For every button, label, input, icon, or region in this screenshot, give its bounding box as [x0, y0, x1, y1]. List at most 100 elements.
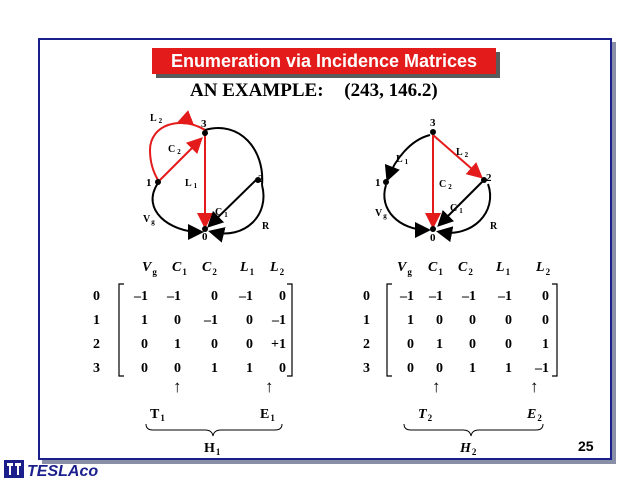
matrix1-bracket-left: [118, 283, 124, 377]
slide-title: Enumeration via Incidence Matrices: [152, 48, 496, 74]
matrix1-header-l2: L2: [269, 260, 285, 277]
graph2-edge-r: [436, 183, 491, 243]
matrix1-header-vg: Vg: [142, 260, 157, 277]
graph2-node-3: [430, 129, 436, 135]
matrix1-row-label: 1: [93, 313, 100, 328]
matrix2-header-l1: L1: [495, 260, 511, 277]
graph1-edge-vg: [151, 182, 204, 240]
matrix1-header-c1: C1: [172, 260, 187, 277]
matrix2-cell: 0: [505, 337, 512, 352]
matrix2-cell: –1: [428, 289, 443, 304]
example-heading: AN EXAMPLE: (243, 146.2): [190, 80, 480, 102]
matrix2-arrow-l2: ↑: [530, 377, 539, 396]
matrix1-cell: –1: [133, 289, 148, 304]
matrix1-cell: 1: [141, 313, 148, 328]
matrix1-cell: –1: [271, 313, 286, 328]
graph2-node-0-label: 0: [430, 232, 436, 244]
matrix1-bracket-right: [287, 283, 293, 377]
matrix2-brace-label: H2: [459, 441, 477, 457]
graph2-node-3-label: 3: [430, 117, 436, 129]
matrix2-cell: 0: [407, 361, 414, 376]
matrix2-cell: 0: [542, 313, 549, 328]
graph2-edge-c1: [437, 181, 483, 227]
matrix1-cell: 0: [141, 337, 148, 352]
matrix1-brace: [145, 423, 283, 437]
matrix2-bracket-left: [386, 283, 392, 377]
matrix1-cell: 0: [279, 289, 286, 304]
graph1-node-1-label: 1: [146, 177, 152, 189]
graph1-node-0: [202, 226, 208, 232]
matrix1-cell: 1: [174, 337, 181, 352]
matrix1-cell: 0: [174, 313, 181, 328]
example-values: (243, 146.2): [344, 80, 438, 101]
matrix2-brace: [403, 423, 544, 437]
graph2-edge-l2: [432, 134, 484, 179]
matrix1-cell: 0: [174, 361, 181, 376]
graph1-node-0-label: 0: [202, 231, 208, 243]
example-label: AN EXAMPLE:: [190, 80, 324, 101]
graph2-node-2: [481, 177, 487, 183]
graph1-node-2-label: 2: [258, 173, 264, 185]
tesla-logo: TESLAco: [4, 460, 98, 480]
graph2-node-2-label: 2: [486, 172, 492, 184]
matrix2-row-label: 1: [363, 313, 370, 328]
matrix1-cell: 0: [246, 313, 253, 328]
graph2-node-0: [430, 226, 436, 232]
matrix1-cell: 0: [279, 361, 286, 376]
graph2-label-vg: Vg: [375, 208, 387, 220]
matrix2-cell: 0: [542, 289, 549, 304]
graph1-label-vg: Vg: [143, 214, 155, 226]
matrix2-headers: Vg C1 C2 L1 L2: [397, 260, 551, 277]
graph1-node-1: [155, 179, 161, 185]
matrix1-cell: –1: [203, 313, 218, 328]
matrix1-cell: –1: [166, 289, 181, 304]
matrix2-row-label: 2: [363, 337, 370, 352]
graph2-label-r: R: [490, 221, 498, 232]
matrix2-cell: 1: [542, 337, 549, 352]
matrix1-cell: –1: [238, 289, 253, 304]
matrix2-arrow-c1: ↑: [432, 377, 441, 396]
matrix1-cell: 1: [211, 361, 218, 376]
matrix2-cell: 1: [469, 361, 476, 376]
page-number: 25: [578, 438, 594, 454]
matrix1-cell: 0: [211, 337, 218, 352]
matrix1-row-label: 0: [93, 289, 100, 304]
graph1-label-r: R: [262, 221, 270, 232]
matrix2-row-label: 3: [363, 361, 370, 376]
matrix1-arrow-c1: ↑: [173, 377, 182, 396]
matrix2-header-l2: L2: [535, 260, 551, 277]
matrix1-brace-label: H1: [204, 441, 221, 457]
matrix1-cell: 0: [141, 361, 148, 376]
matrix2-cell: 0: [469, 313, 476, 328]
graph2-node-1-label: 1: [375, 177, 381, 189]
matrix2-cell: 1: [505, 361, 512, 376]
matrix2-cell: 0: [407, 337, 414, 352]
matrix1-headers: Vg C1 C2 L1 L2: [142, 260, 285, 277]
matrix2-row-label: 0: [363, 289, 370, 304]
matrix2-cell: –1: [497, 289, 512, 304]
matrix2-cell: –1: [399, 289, 414, 304]
matrix1-header-c2: C2: [202, 260, 217, 277]
matrix2-header-c2: C2: [458, 260, 473, 277]
matrix1-arrow-l2: ↑: [265, 377, 274, 396]
matrix1-row-label: 3: [93, 361, 100, 376]
graph2-edge-vg: [383, 184, 431, 238]
matrix2-cell: 1: [407, 313, 414, 328]
matrix2-cell: 0: [505, 313, 512, 328]
matrix1-header-l1: L1: [239, 260, 255, 277]
graph2-edge-l1: [384, 134, 431, 182]
matrix1-tree-label: T1: [150, 407, 165, 423]
logo-text: TESLAco: [27, 463, 98, 480]
